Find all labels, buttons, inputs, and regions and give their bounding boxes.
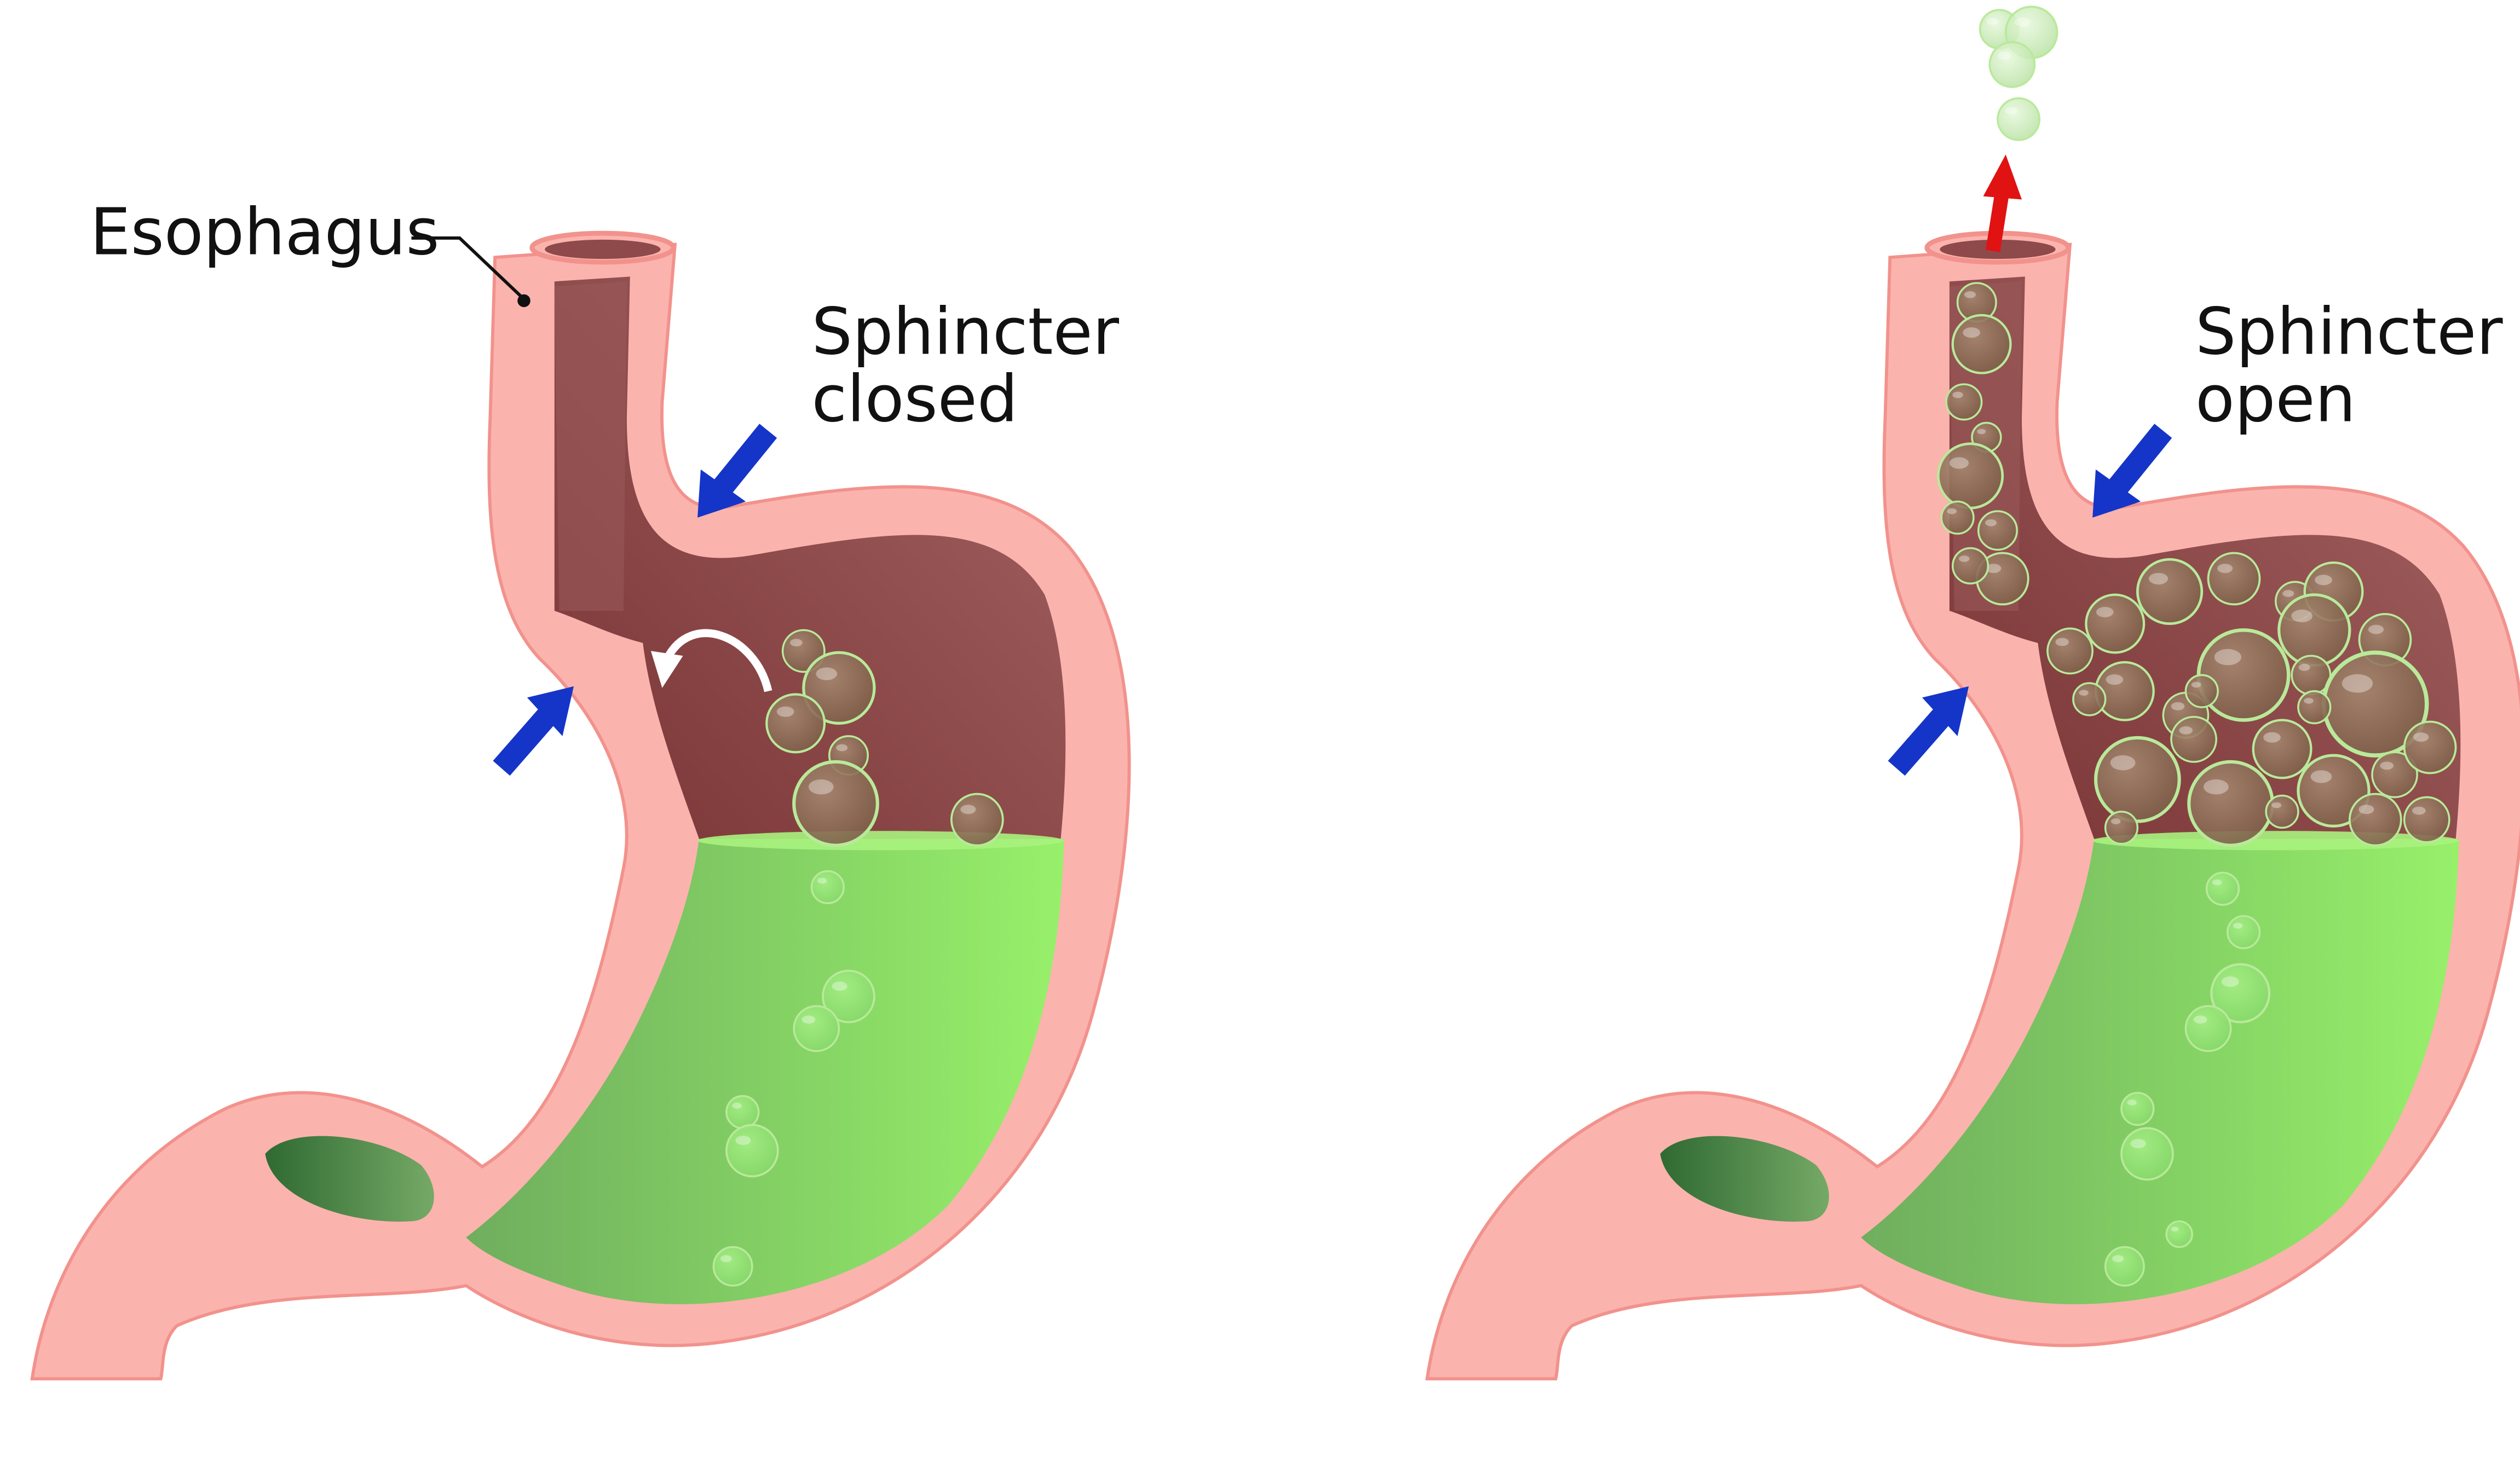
bubble-icon	[792, 760, 879, 847]
bubble-icon	[765, 693, 826, 754]
bubble-icon	[1977, 510, 2018, 551]
bubble-icon	[2226, 915, 2261, 950]
bubble-icon	[2277, 593, 2351, 667]
bubble-icon	[2322, 650, 2429, 757]
escaping-gas-bubbles	[1979, 5, 2058, 141]
bubble-icon	[1951, 547, 1990, 585]
bubble-icon	[2205, 871, 2240, 906]
bubble-icon	[1936, 442, 2004, 510]
bubble-icon	[712, 1246, 753, 1287]
bubble-icon	[2252, 719, 2313, 779]
bubble-icon	[2403, 796, 2450, 843]
bubble-icon	[2165, 1220, 2193, 1248]
bubble-icon	[2094, 736, 2181, 823]
bubble-icon	[2120, 1127, 2174, 1181]
bubble-icon	[1945, 383, 1983, 421]
bubble-icon	[2403, 720, 2457, 774]
left-caption-line2: closed	[811, 362, 1018, 437]
esophagus-label: Esophagus	[90, 194, 439, 269]
bubble-icon	[725, 1124, 779, 1178]
bubble-icon	[793, 1005, 840, 1052]
right-caption-line2: open	[2195, 362, 2356, 437]
bubble-icon	[2291, 655, 2332, 696]
bubble-icon	[2136, 558, 2204, 625]
bubble-icon	[1951, 314, 2012, 374]
red-arrow-icon	[1983, 154, 2022, 252]
bubble-icon	[2210, 963, 2271, 1023]
bubble-icon	[1940, 500, 1975, 535]
blue-arrow-icon	[493, 686, 574, 776]
bubble-icon	[2184, 1005, 2232, 1052]
bubble-icon	[2046, 627, 2094, 675]
bubble-icon	[2297, 690, 2332, 725]
bubble-icon	[2265, 794, 2299, 829]
bubble-icon	[2187, 760, 2274, 847]
bubble-icon	[950, 793, 1004, 847]
bubble-icon	[1988, 41, 2036, 88]
left-caption-line1: Sphincter	[811, 294, 1119, 369]
bubble-icon	[2170, 716, 2217, 763]
blue-arrow-icon	[1888, 686, 1969, 776]
bubble-icon	[2104, 811, 2139, 845]
bubble-icon	[2196, 628, 2291, 722]
bubble-icon	[1997, 97, 2041, 141]
bubble-icon	[2184, 674, 2219, 708]
bubble-icon	[802, 651, 876, 725]
bubble-icon	[2348, 793, 2402, 847]
bubble-icon	[2104, 1246, 2145, 1287]
right-gas-bubbles	[1936, 282, 2457, 1287]
bubble-icon	[2094, 661, 2155, 721]
bubble-icon	[2120, 1091, 2155, 1126]
bubble-icon	[2371, 751, 2418, 799]
blue-arrow-icon	[697, 424, 777, 518]
esophagus-leader	[411, 236, 530, 308]
bubble-icon	[725, 1095, 760, 1130]
curved-arrow-icon	[650, 629, 772, 692]
blue-arrow-icon	[2092, 424, 2172, 518]
bubble-icon	[1956, 282, 1997, 323]
bubble-icon	[2085, 593, 2146, 654]
bubble-icon	[810, 870, 845, 905]
right-caption-line1: Sphincter	[2195, 294, 2503, 369]
bubble-icon	[2207, 552, 2261, 606]
left-gas-bubbles	[712, 629, 1004, 1287]
bubble-icon	[822, 969, 875, 1023]
bubble-icon	[2072, 682, 2107, 716]
